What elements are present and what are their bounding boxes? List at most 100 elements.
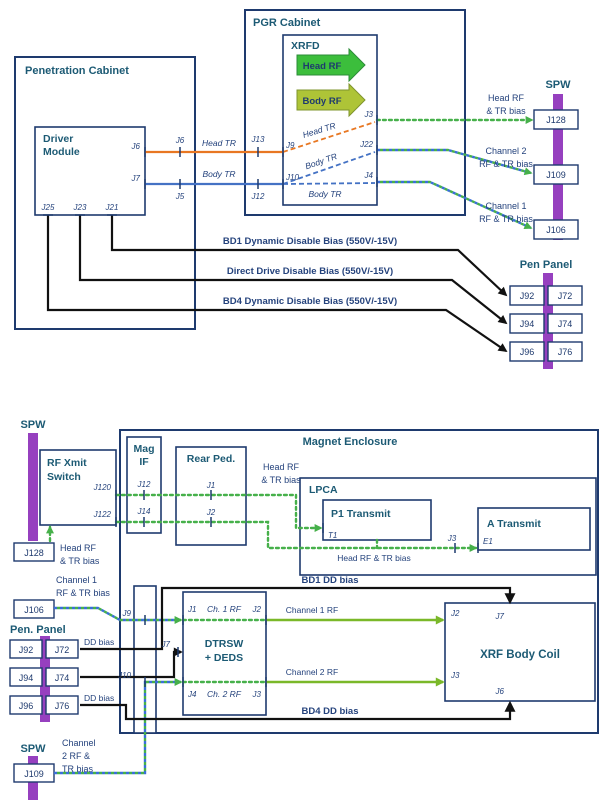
dd-bias-label-bottom: DD bias	[84, 693, 114, 703]
bd4-disable-label: BD4 Dynamic Disable Bias (550V/-15V)	[223, 296, 397, 307]
bpen-j94: J94	[19, 673, 34, 683]
spw-title-bottom-lower: SPW	[20, 743, 46, 755]
head-bias-c-2: & TR bias	[60, 556, 100, 566]
rearped-j2: J2	[206, 508, 216, 517]
strip-j10: J10	[117, 671, 131, 680]
mag-if-title-2: IF	[139, 456, 149, 468]
channel1-rf-label: Channel 1 RF	[286, 605, 338, 615]
ch1-bias-bottom-2: RF & TR bias	[56, 588, 110, 598]
head-bias-b: Head RF & TR bias	[337, 553, 411, 563]
dtrsw-title-2: + DEDS	[205, 652, 243, 664]
spw-title-top: SPW	[545, 79, 571, 91]
driver-module-title-1: Driver	[43, 133, 73, 145]
top-connector-ticks	[43, 115, 378, 216]
bpen-j72: J72	[55, 645, 70, 655]
xrf-body-coil-box	[444, 602, 596, 702]
head-tr-label: Head TR	[202, 138, 236, 148]
driver-j6: J6	[131, 142, 141, 151]
bpen-j74: J74	[55, 673, 70, 683]
bpen-j76: J76	[55, 701, 70, 711]
dd-bias-label-top: DD bias	[84, 637, 114, 647]
top-section: Penetration Cabinet PGR Cabinet XRFD Hea…	[14, 9, 583, 369]
pen-panel-title-bottom: Pen. Panel	[10, 624, 66, 636]
head-rf-arrow-icon	[296, 47, 366, 83]
xrf-j6: J6	[495, 687, 505, 696]
rfx-j120: J120	[93, 483, 112, 492]
p1-transmit-box	[322, 499, 432, 541]
xrfd-j22: J22	[359, 140, 373, 149]
xrf-body-coil-title: XRF Body Coil	[480, 649, 560, 661]
dtrsw-j3: J3	[252, 690, 262, 699]
spw-j106: J106	[546, 225, 566, 235]
pen-j74: J74	[558, 319, 573, 329]
spw-title-bottom-upper: SPW	[20, 419, 46, 431]
driver-module-title-2: Module	[43, 146, 80, 158]
body-tr-label: Body TR	[202, 169, 235, 179]
spw-j128: J128	[546, 115, 566, 125]
magif-j14: J14	[137, 507, 151, 516]
xrf-j7: J7	[495, 612, 505, 621]
driver-j25: J25	[41, 203, 55, 212]
wall-j5: J5	[175, 192, 185, 201]
head-rf-arrow-label: Head RF	[303, 61, 342, 72]
channel2-rf-label: Channel 2 RF	[286, 667, 338, 677]
spw-ports-top	[533, 109, 579, 240]
pgr-cabinet-title: PGR Cabinet	[253, 17, 321, 29]
ch1-bias-label-2: RF & TR bias	[479, 214, 533, 224]
channel1-bias-wire	[377, 180, 533, 230]
strip-j9: J9	[122, 609, 132, 618]
head-tr-wire	[145, 121, 376, 154]
head-bias-c-1: Head RF	[60, 543, 97, 553]
head-bias-a-1: Head RF	[263, 462, 300, 472]
bd1-dd-bias-label: BD1 DD bias	[301, 575, 358, 586]
bottom-section: SPW RF Xmit Switch J120 J122 Mag IF J1 2 …	[9, 419, 599, 800]
wall-j6: J6	[175, 136, 185, 145]
rf-xmit-title-2: Switch	[47, 471, 81, 483]
xrfd-body-tr-label-2: Body TR	[308, 189, 341, 199]
penetration-cabinet-title: Penetration Cabinet	[25, 65, 129, 77]
driver-module-box	[34, 126, 146, 216]
xrf-j3: J3	[450, 671, 460, 680]
rf-xmit-title-1: RF Xmit	[47, 457, 87, 469]
ch1-bias-bottom-1: Channel 1	[56, 575, 97, 585]
pgr-wall-j13: J13	[251, 135, 265, 144]
dtrsw-deds-box	[182, 591, 267, 716]
p1-t1: T1	[328, 531, 337, 540]
dtrsw-ch2-label: Ch. 2 RF	[207, 689, 242, 699]
magif-j12: J12	[137, 480, 151, 489]
bottom-port-boxes	[9, 542, 79, 783]
xrfd-j9: J9	[285, 141, 295, 150]
spw-j109: J109	[546, 170, 566, 180]
rfx-j122: J122	[93, 510, 112, 519]
bottom-j106: J106	[24, 605, 44, 615]
ch2-bias-label-2: RF & TR bias	[479, 159, 533, 169]
bottom-j109: J109	[24, 769, 44, 779]
mag-if-title-1: Mag	[134, 443, 155, 455]
xrfd-title: XRFD	[291, 40, 320, 52]
channel2-bias-wire	[377, 148, 533, 176]
pen-panel-ports-top	[509, 285, 583, 362]
channel2-wires-bottom	[54, 677, 445, 775]
body-rf-arrow-label: Body RF	[302, 96, 341, 107]
ch2-bias-bottom-3: TR bias	[62, 764, 94, 774]
ch2-bias-bottom-2: 2 RF &	[62, 751, 90, 761]
body-tr-wire	[145, 151, 376, 186]
body-rf-arrow-icon	[296, 82, 366, 118]
ch2-bias-label-1: Channel 2	[485, 146, 526, 156]
p1-transmit-title: P1 Transmit	[331, 508, 391, 520]
pen-panel-bar-bottom	[40, 636, 50, 722]
spw-bar-bottom-upper	[28, 433, 38, 541]
bpen-j96: J96	[19, 701, 34, 711]
pen-j76: J76	[558, 347, 573, 357]
head-bias-label-1: Head RF	[488, 93, 525, 103]
dtrsw-j1: J1	[187, 605, 196, 614]
channel1-wires-bottom	[54, 606, 445, 625]
pen-j94: J94	[520, 319, 535, 329]
pen-j96: J96	[520, 347, 535, 357]
direct-drive-disable-label: Direct Drive Disable Bias (550V/-15V)	[227, 266, 393, 277]
disable-bias-wires	[46, 215, 508, 353]
dtrsw-j4: J4	[187, 690, 197, 699]
bd4-dd-bias-label: BD4 DD bias	[301, 706, 358, 717]
